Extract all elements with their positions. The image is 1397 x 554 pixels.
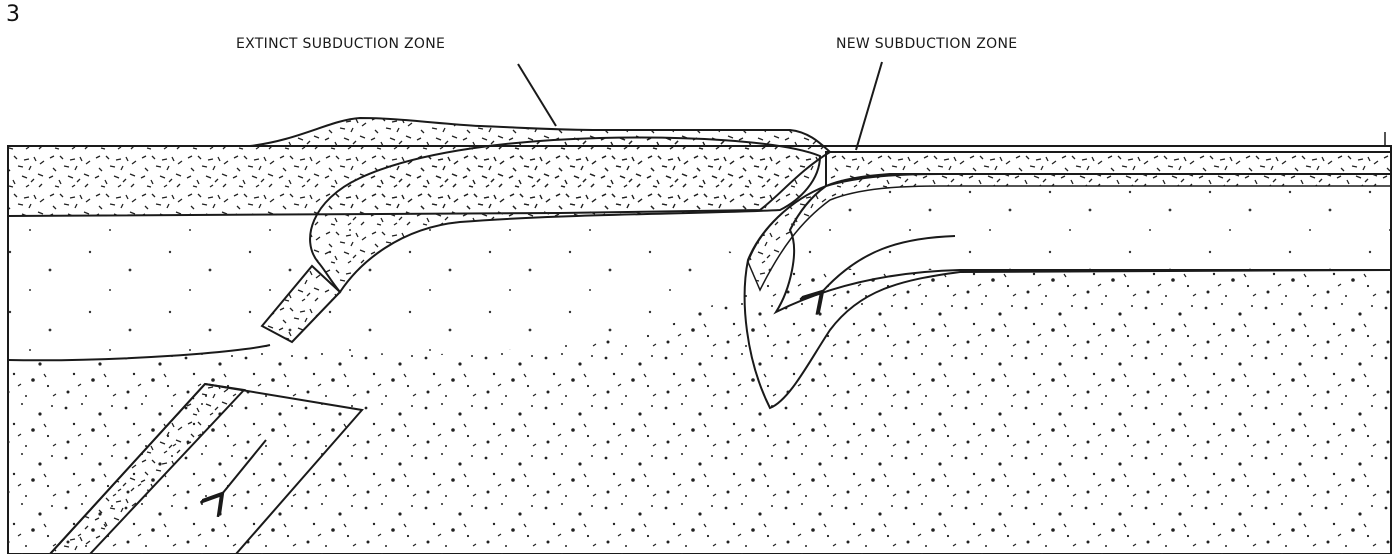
new-zone-leader-line: [856, 62, 882, 150]
extinct-zone-leader-line: [518, 64, 556, 126]
